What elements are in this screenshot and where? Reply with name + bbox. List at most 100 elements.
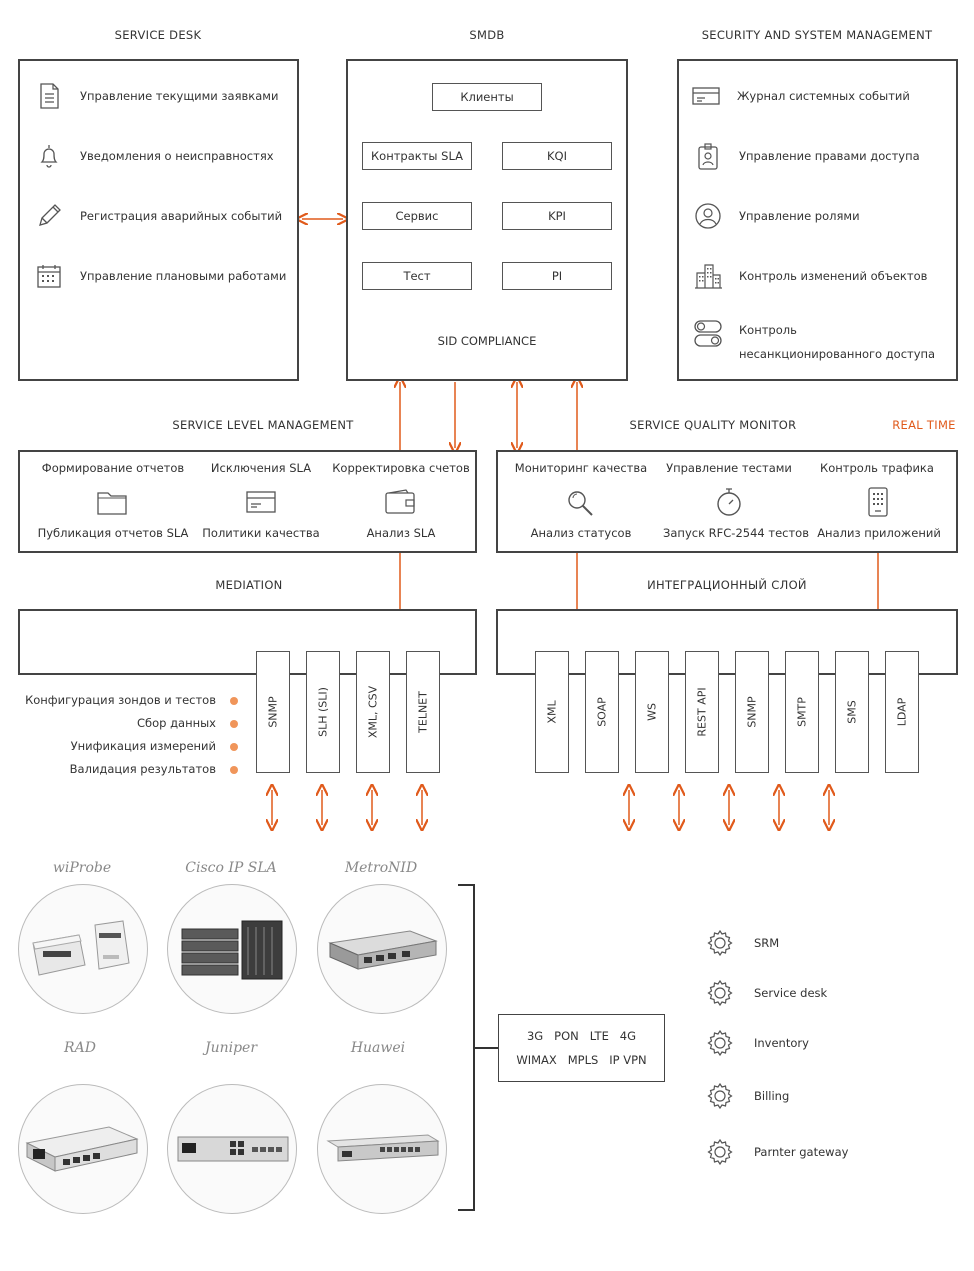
- integration-protocol-rest: REST API: [685, 651, 719, 773]
- header-integration: ИНТЕГРАЦИОННЫЙ СЛОЙ: [647, 578, 807, 592]
- integration-protocol-ldap: LDAP: [885, 651, 919, 773]
- sd-item-label: Регистрация аварийных событий: [80, 209, 283, 223]
- sqm-item: Анализ статусов: [530, 526, 632, 540]
- integration-protocol-ws: WS: [635, 651, 669, 773]
- slm-item: Публикация отчетов SLA: [37, 526, 189, 540]
- smdb-test: Тест: [362, 262, 472, 290]
- security-box: Журнал системных событий Управление прав…: [677, 59, 958, 381]
- smdb-service: Сервис: [362, 202, 472, 230]
- card-icon: [246, 491, 276, 513]
- mediation-protocol-telnet: TELNET: [406, 651, 440, 773]
- sec-item-label: Управление правами доступа: [739, 149, 920, 163]
- mediation-protocol-snmp: SNMP: [256, 651, 290, 773]
- system-srm: SRM: [704, 927, 779, 959]
- technologies-line2: WIMAX MPLS IP VPN: [516, 1053, 647, 1067]
- sec-item-changes: Контроль изменений объектов: [693, 261, 927, 291]
- document-icon: [40, 83, 59, 109]
- slm-item: Формирование отчетов: [41, 461, 185, 475]
- pencil-icon: [39, 204, 61, 226]
- header-security: SECURITY AND SYSTEM MANAGEMENT: [701, 28, 933, 42]
- header-sqm: SERVICE QUALITY MONITOR: [629, 418, 797, 432]
- integration-protocol-snmp: SNMP: [735, 651, 769, 773]
- sd-item-label: Управление плановыми работами: [80, 269, 287, 283]
- device-image-juniper: [167, 1084, 297, 1214]
- sec-item-label-2: несанкционированного доступа: [739, 347, 936, 361]
- system-label: Parnter gateway: [754, 1145, 849, 1159]
- sec-item-label: Контроль изменений объектов: [739, 269, 928, 283]
- sec-item-label: Журнал системных событий: [737, 89, 910, 103]
- system-label: SRM: [754, 936, 780, 950]
- stopwatch-icon: [717, 488, 741, 516]
- device-title-juniper: Juniper: [204, 1040, 258, 1056]
- mediation-feature: Валидация результатов: [69, 762, 216, 776]
- sqm-item: Управление тестами: [666, 461, 792, 475]
- system-inventory: Inventory: [704, 1027, 809, 1059]
- slm-item: Политики качества: [202, 526, 320, 540]
- folder-icon: [97, 492, 127, 515]
- sd-item-label: Управление текущими заявками: [80, 89, 279, 103]
- mediation-box: [18, 609, 477, 675]
- sqm-item: Контроль трафика: [820, 461, 934, 475]
- integration-protocol-smtp: SMTP: [785, 651, 819, 773]
- id-badge-icon: [698, 143, 718, 170]
- wallet-icon: [385, 489, 415, 514]
- sqm-box: [496, 450, 958, 553]
- device-image-rad: [18, 1084, 148, 1214]
- smdb-kqi: KQI: [502, 142, 612, 170]
- integration-protocol-sms: SMS: [835, 651, 869, 773]
- gear-icon: [707, 1138, 733, 1166]
- log-card-icon: [692, 87, 720, 105]
- header-smdb: SMDB: [469, 28, 505, 42]
- integration-box: [496, 609, 958, 675]
- bullet-dot: [230, 743, 238, 751]
- technologies-box: 3G PON LTE 4G WIMAX MPLS IP VPN: [498, 1014, 665, 1082]
- sec-item-label: Контроль: [739, 323, 797, 337]
- sd-item-planned: Управление плановыми работами: [34, 261, 286, 291]
- device-title-huawei: Huawei: [350, 1040, 406, 1056]
- gear-icon: [707, 1029, 733, 1057]
- mediation-feature: Сбор данных: [136, 716, 216, 730]
- integration-protocol-xml: XML: [535, 651, 569, 773]
- service-desk-box: Управление текущими заявками Уведомления…: [18, 59, 299, 381]
- slm-item: Анализ SLA: [366, 526, 436, 540]
- gear-icon: [707, 929, 733, 957]
- bell-icon: [40, 145, 58, 168]
- header-service-desk: SERVICE DESK: [114, 28, 202, 42]
- smdb-kpi: KPI: [502, 202, 612, 230]
- mediation-protocol-slh: SLH (SLI): [306, 651, 340, 773]
- smdb-clients: Клиенты: [432, 83, 542, 111]
- device-image-huawei: [317, 1084, 447, 1214]
- mediation-protocol-xml-csv: XML, CSV: [356, 651, 390, 773]
- slm-item: Корректировка счетов: [332, 461, 470, 475]
- system-partner-gateway: Parnter gateway: [704, 1136, 848, 1168]
- slm-item: Исключения SLA: [210, 461, 312, 475]
- gear-icon: [707, 1082, 733, 1110]
- system-service-desk: Service desk: [704, 977, 827, 1009]
- phone-icon: [868, 487, 888, 517]
- calendar-icon: [37, 265, 61, 288]
- sec-item-unauthorized: Контроль несанкционированного доступа: [693, 319, 935, 366]
- system-label: Billing: [754, 1089, 790, 1103]
- sd-item-label: Уведомления о неисправностях: [80, 149, 274, 163]
- smdb-sla-contracts: Контракты SLA: [362, 142, 472, 170]
- sqm-item: Мониторинг качества: [514, 461, 648, 475]
- device-image-wiprobe: [18, 884, 148, 1014]
- sec-item-log: Журнал системных событий: [691, 81, 910, 111]
- sd-item-notifications: Уведомления о неисправностях: [34, 141, 274, 171]
- toggle-icon: [694, 320, 722, 347]
- sqm-item: Анализ приложений: [817, 526, 941, 540]
- mediation-feature: Унификация измерений: [70, 739, 216, 753]
- device-title-rad: RAD: [64, 1040, 96, 1056]
- integration-protocol-soap: SOAP: [585, 651, 619, 773]
- device-title-cisco: Cisco IP SLA: [185, 860, 277, 876]
- bullet-dot: [230, 720, 238, 728]
- magnifier-icon: [568, 491, 593, 516]
- bullet-dot: [230, 697, 238, 705]
- sd-item-requests: Управление текущими заявками: [34, 81, 278, 111]
- sd-item-incidents: Регистрация аварийных событий: [34, 201, 282, 231]
- sec-item-label: Управление ролями: [739, 209, 860, 223]
- smdb-pi: PI: [502, 262, 612, 290]
- bullet-dot: [230, 766, 238, 774]
- device-image-cisco: [167, 884, 297, 1014]
- system-billing: Billing: [704, 1080, 789, 1112]
